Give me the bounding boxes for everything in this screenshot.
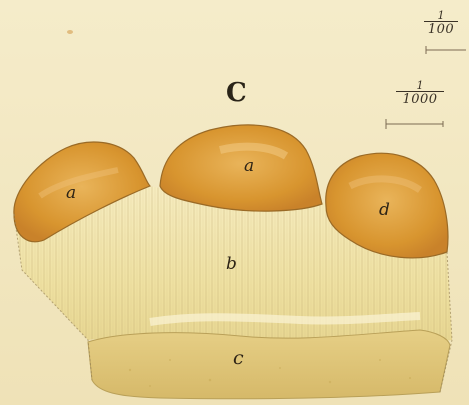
figure-letter: C: [226, 80, 247, 106]
scale-coarse: 1 1000: [396, 80, 444, 106]
scale-fine: 1 100: [424, 10, 458, 36]
scale-fine-denominator: 100: [424, 21, 458, 36]
scale-coarse-numerator: 1: [396, 80, 444, 91]
scale-fine-numerator: 1: [424, 10, 458, 21]
label-b-middle: b: [226, 256, 237, 273]
label-d-right: d: [379, 202, 390, 219]
label-a-left: a: [66, 185, 76, 202]
bottom-layer-c: [88, 330, 450, 399]
paper-spot: [67, 30, 73, 34]
label-a-center: a: [244, 158, 254, 175]
label-c-bottom: c: [233, 349, 244, 368]
scale-coarse-denominator: 1000: [396, 91, 444, 106]
